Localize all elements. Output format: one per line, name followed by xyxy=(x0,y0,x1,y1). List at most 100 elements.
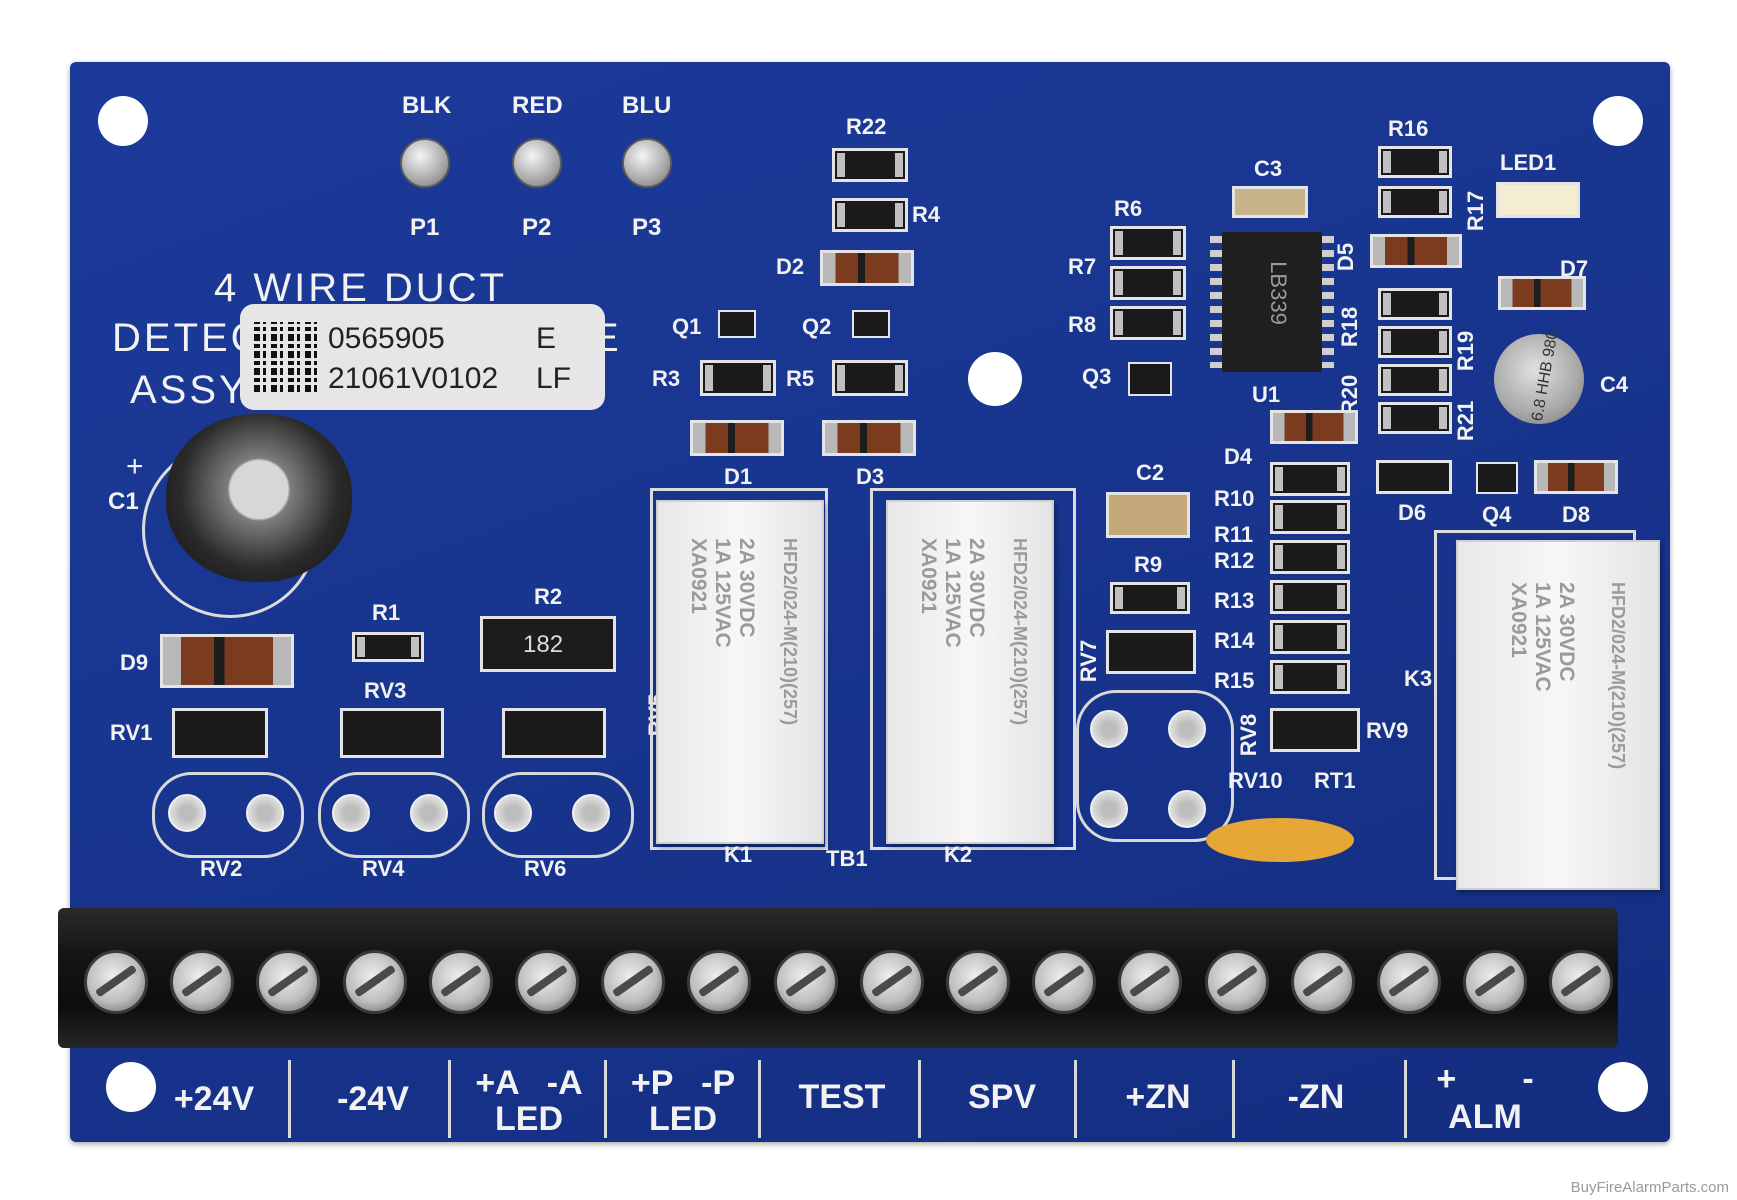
diode-d7 xyxy=(1498,276,1586,310)
resistor-r15 xyxy=(1270,660,1350,694)
label-d6: D6 xyxy=(1398,500,1427,525)
terminal-screw xyxy=(1032,950,1097,1014)
capacitor-c4-marking: 6.8 HHB 980 xyxy=(1528,329,1562,423)
label-r8: R8 xyxy=(1068,312,1097,337)
varistor-rv1 xyxy=(172,708,268,758)
label-d4: D4 xyxy=(1224,444,1253,469)
pad-label-p1: P1 xyxy=(410,214,440,241)
terminal-label-plus24v: +24V xyxy=(173,1080,255,1118)
terminal-divider xyxy=(918,1060,921,1138)
terminal-divider xyxy=(1232,1060,1235,1138)
wire-terminal-p3 xyxy=(622,138,672,188)
terminal-label-alm-bottom: ALM xyxy=(1448,1098,1522,1136)
diode-d6 xyxy=(1376,460,1452,494)
pad-ring-rv7 xyxy=(1076,690,1234,842)
varistor-rv3 xyxy=(340,708,444,758)
terminal-divider xyxy=(288,1060,291,1138)
barcode-sticker: 0565905 E 21061V0102 LF xyxy=(240,304,605,410)
varistor-rv7 xyxy=(1106,630,1196,674)
board-title-line2: DETEC xyxy=(112,316,263,360)
label-r9: R9 xyxy=(1134,552,1163,577)
terminal-label-a-led-bottom: LED xyxy=(495,1100,563,1138)
terminal-screw xyxy=(601,950,666,1014)
mounting-hole xyxy=(1593,96,1643,146)
label-c2: C2 xyxy=(1136,460,1165,485)
relay-k1-model: HFD2/024-M(210)(257) xyxy=(780,538,800,726)
terminal-divider xyxy=(1074,1060,1077,1138)
label-r1: R1 xyxy=(372,600,401,625)
terminal-screw xyxy=(1290,950,1355,1014)
label-rv8: RV8 xyxy=(1236,713,1262,757)
sticker-suffix: LF xyxy=(536,362,572,395)
solder-pad xyxy=(410,794,448,832)
diode-d3 xyxy=(822,420,916,456)
label-r19: R19 xyxy=(1453,330,1479,372)
label-r14: R14 xyxy=(1214,628,1255,653)
solder-pad xyxy=(1168,790,1206,828)
watermark: BuyFireAlarmParts.com xyxy=(1570,1179,1729,1196)
label-d9: D9 xyxy=(120,650,149,675)
label-u1: U1 xyxy=(1252,382,1281,407)
terminal-screw xyxy=(859,950,924,1014)
label-r3: R3 xyxy=(652,366,681,391)
pad-label-p3: P3 xyxy=(632,214,662,241)
board-title-line1: 4 WIRE DUCT xyxy=(214,266,507,310)
label-d1: D1 xyxy=(724,464,753,489)
label-r18: R18 xyxy=(1337,306,1363,348)
label-r7: R7 xyxy=(1068,254,1097,279)
terminal-screw xyxy=(773,950,838,1014)
terminal-label-spv: SPV xyxy=(967,1078,1037,1116)
label-rv1: RV1 xyxy=(110,720,153,745)
terminal-screw xyxy=(687,950,752,1014)
terminal-screw xyxy=(84,950,148,1014)
label-k2: K2 xyxy=(944,842,973,867)
resistor-r20 xyxy=(1378,364,1452,396)
terminal-label-p-led-bottom: LED xyxy=(649,1100,717,1138)
label-r5: R5 xyxy=(786,366,815,391)
resistor-r3 xyxy=(700,360,776,396)
resistor-r13 xyxy=(1270,580,1350,614)
label-c1: C1 xyxy=(108,488,139,515)
relay-k1: 2A 30VDC 1A 125VAC XA0921 HFD2/024-M(210… xyxy=(656,500,824,844)
terminal-label-minus-zn: -ZN xyxy=(1287,1078,1345,1116)
mounting-hole xyxy=(98,96,148,146)
terminal-label-minus24v: -24V xyxy=(337,1080,409,1118)
terminal-block-tb1 xyxy=(58,908,1618,1048)
terminal-screw xyxy=(428,950,493,1014)
varistor-rv5 xyxy=(502,708,606,758)
terminal-divider xyxy=(448,1060,451,1138)
solder-pad xyxy=(1168,710,1206,748)
resistor-r1 xyxy=(352,632,424,662)
resistor-r4 xyxy=(832,198,908,232)
label-r13: R13 xyxy=(1214,588,1255,613)
relay-outline-k2 xyxy=(870,488,1076,850)
label-d7: D7 xyxy=(1560,256,1589,281)
capacitor-c4: 6.8 HHB 980 xyxy=(1494,329,1584,424)
resistor-r2-value: 182 xyxy=(523,631,564,658)
terminal-screw xyxy=(256,950,321,1014)
wire-terminal-p1 xyxy=(400,138,450,188)
label-rv7: RV7 xyxy=(1076,639,1102,683)
diode-d1 xyxy=(690,420,784,456)
resistor-r17 xyxy=(1378,186,1452,218)
terminal-divider xyxy=(758,1060,761,1138)
transistor-q2 xyxy=(852,310,890,338)
resistor-r19 xyxy=(1378,326,1452,358)
resistor-r21 xyxy=(1378,402,1452,434)
label-r11: R11 xyxy=(1214,522,1254,547)
label-rv4: RV4 xyxy=(362,856,405,881)
terminal-label-test: TEST xyxy=(798,1078,886,1116)
relay-k2-model: HFD2/024-M(210)(257) xyxy=(1010,538,1030,726)
transistor-q4 xyxy=(1476,462,1518,494)
wire-label-blk: BLK xyxy=(402,92,452,119)
label-tb1: TB1 xyxy=(826,846,868,871)
label-r6: R6 xyxy=(1114,196,1143,221)
ic-u1-marking: LB339 xyxy=(1265,261,1291,325)
label-d8: D8 xyxy=(1562,502,1591,527)
board-title-line3: ASSY xyxy=(130,368,249,412)
solder-pad xyxy=(1090,790,1128,828)
terminal-label-alm-top: + - xyxy=(1436,1060,1534,1098)
solder-pad xyxy=(494,794,532,832)
wire-terminal-p2 xyxy=(512,138,562,188)
capacitor-c1 xyxy=(166,414,352,582)
